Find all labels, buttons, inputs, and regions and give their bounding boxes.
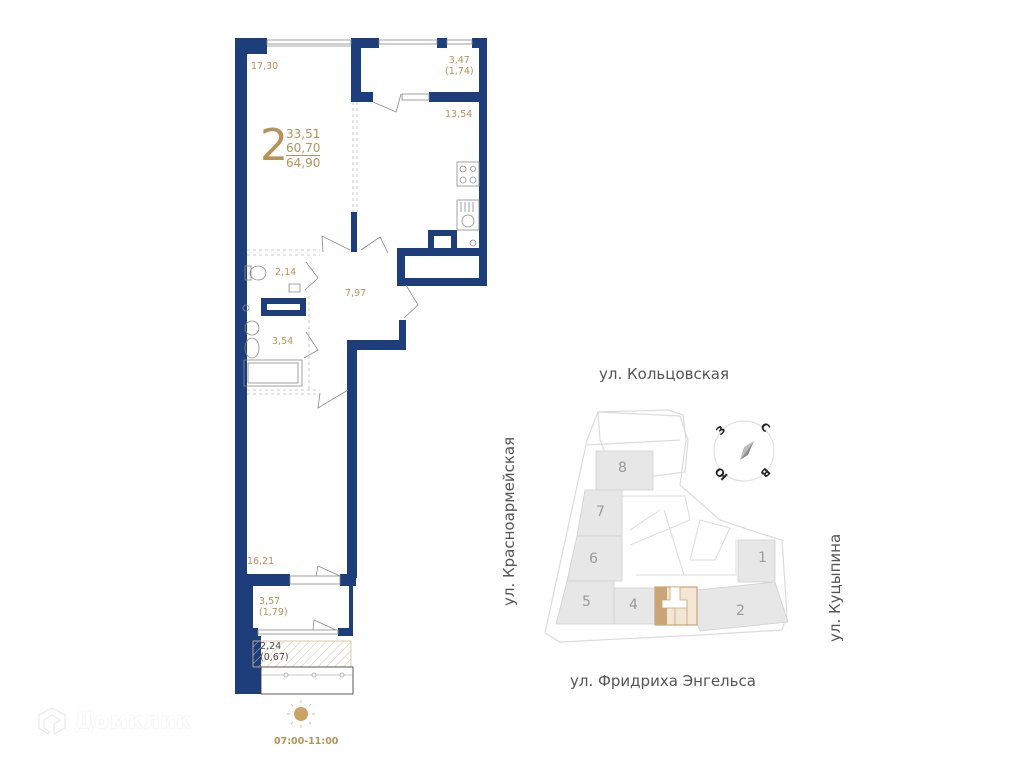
loggia-bottom-area-reduced: (1,79) xyxy=(259,606,288,618)
highlighted-section xyxy=(654,586,698,626)
sun-time-range: 07:00-11:00 xyxy=(274,736,339,747)
site-paths xyxy=(622,495,737,576)
toilet-area: 2,14 xyxy=(275,267,297,278)
building-8: 8 xyxy=(618,460,627,476)
room-area-17-30: 17,30 xyxy=(251,61,279,72)
domclick-watermark: Домклик xyxy=(36,706,192,736)
kitchen-area: 13,54 xyxy=(445,109,473,120)
balcony-bottom-area: 2,24 (0,67) xyxy=(260,641,289,664)
balcony-top-area: 3,47 (1,74) xyxy=(445,55,474,78)
loggia-bottom-area-value: 3,57 xyxy=(259,596,281,607)
domclick-text: Домклик xyxy=(74,708,192,734)
dashed-lines xyxy=(247,102,358,395)
street-north: ул. Кольцовская xyxy=(599,365,730,383)
bathroom-fixtures xyxy=(242,265,303,387)
apartment-area-stack: 33,51 60,70 64,90 xyxy=(286,127,321,170)
building-7: 7 xyxy=(596,504,605,520)
bathroom-area: 3,54 xyxy=(272,336,294,347)
building-6: 6 xyxy=(589,551,598,567)
balcony-hatch xyxy=(252,640,352,668)
compass-icon xyxy=(713,420,775,482)
building-2: 2 xyxy=(736,603,745,619)
street-west: ул. Красноармейская xyxy=(500,436,518,606)
site-buildings xyxy=(555,450,789,632)
balcony-bottom-area-reduced: (0,67) xyxy=(260,651,289,663)
street-south: ул. Фридриха Энгельса xyxy=(570,672,756,690)
door-swings xyxy=(303,93,419,631)
site-map xyxy=(544,409,788,643)
sun-icon xyxy=(287,700,315,728)
living-area: 33,51 xyxy=(286,127,321,141)
room-area-16-21: 16,21 xyxy=(247,556,275,567)
building-4: 4 xyxy=(629,597,638,613)
hall-area: 7,97 xyxy=(345,288,367,299)
rooms-count: 2 xyxy=(260,120,288,171)
balcony-bottom-area-value: 2,24 xyxy=(260,641,282,652)
total-area-with-balconies: 64,90 xyxy=(286,156,321,170)
balcony-top-area-value: 3,47 xyxy=(448,55,470,66)
total-area: 60,70 xyxy=(286,141,321,156)
street-east: ул. Куцыпина xyxy=(826,533,844,642)
kitchen-fixtures xyxy=(456,161,480,247)
building-1: 1 xyxy=(758,550,767,566)
balcony-top-area-reduced: (1,74) xyxy=(445,65,474,77)
windows xyxy=(257,39,473,635)
loggia-bottom-area: 3,57 (1,79) xyxy=(259,596,288,619)
building-5: 5 xyxy=(582,594,591,610)
domclick-logo-icon xyxy=(38,707,66,735)
